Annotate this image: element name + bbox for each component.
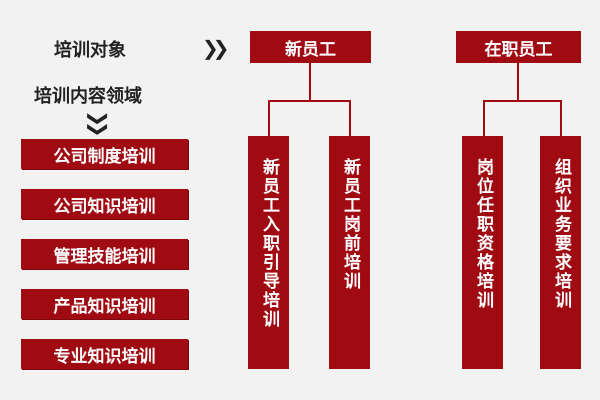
item-box-business-requirements: 组织业务要求培训 xyxy=(540,136,581,369)
connector-line xyxy=(517,63,519,101)
group-header-incumbent-employee: 在职员工 xyxy=(456,31,581,63)
connector-line xyxy=(309,63,311,101)
connector-line xyxy=(268,100,270,136)
item-box-onboarding: 新员工入职引导培训 xyxy=(248,136,289,369)
group-title: 在职员工 xyxy=(484,39,553,60)
training-content-label: 培训内容领域 xyxy=(34,86,142,107)
connector-line xyxy=(349,100,351,136)
area-box-product-knowledge: 产品知识培训 xyxy=(21,289,188,319)
area-label: 专业知识培训 xyxy=(53,346,156,367)
item-box-qualification: 岗位任职资格培训 xyxy=(462,136,503,369)
connector-line xyxy=(483,100,562,102)
area-box-professional-knowledge: 专业知识培训 xyxy=(21,339,188,369)
connector-line xyxy=(268,100,351,102)
area-box-company-policy: 公司制度培训 xyxy=(21,139,188,169)
chevron-right-icon: ❯❯ xyxy=(202,36,229,60)
area-box-management-skills: 管理技能培训 xyxy=(21,239,188,269)
area-label: 产品知识培训 xyxy=(53,296,156,317)
connector-line xyxy=(483,100,485,136)
item-label: 新员工入职引导培训 xyxy=(259,158,279,329)
item-label: 组织业务要求培训 xyxy=(551,158,571,310)
area-label: 公司知识培训 xyxy=(53,196,156,217)
group-title: 新员工 xyxy=(285,39,336,60)
group-header-new-employee: 新员工 xyxy=(250,31,371,63)
area-box-company-knowledge: 公司知识培训 xyxy=(21,189,188,219)
item-label: 新员工岗前培训 xyxy=(340,158,360,291)
chevron-down-icon: ❯❯ xyxy=(86,110,111,132)
training-target-label: 培训对象 xyxy=(54,40,126,61)
item-label: 岗位任职资格培训 xyxy=(473,158,493,310)
area-label: 公司制度培训 xyxy=(53,146,156,167)
item-box-preservice: 新员工岗前培训 xyxy=(329,136,370,369)
area-label: 管理技能培训 xyxy=(53,246,156,267)
connector-line xyxy=(560,100,562,136)
